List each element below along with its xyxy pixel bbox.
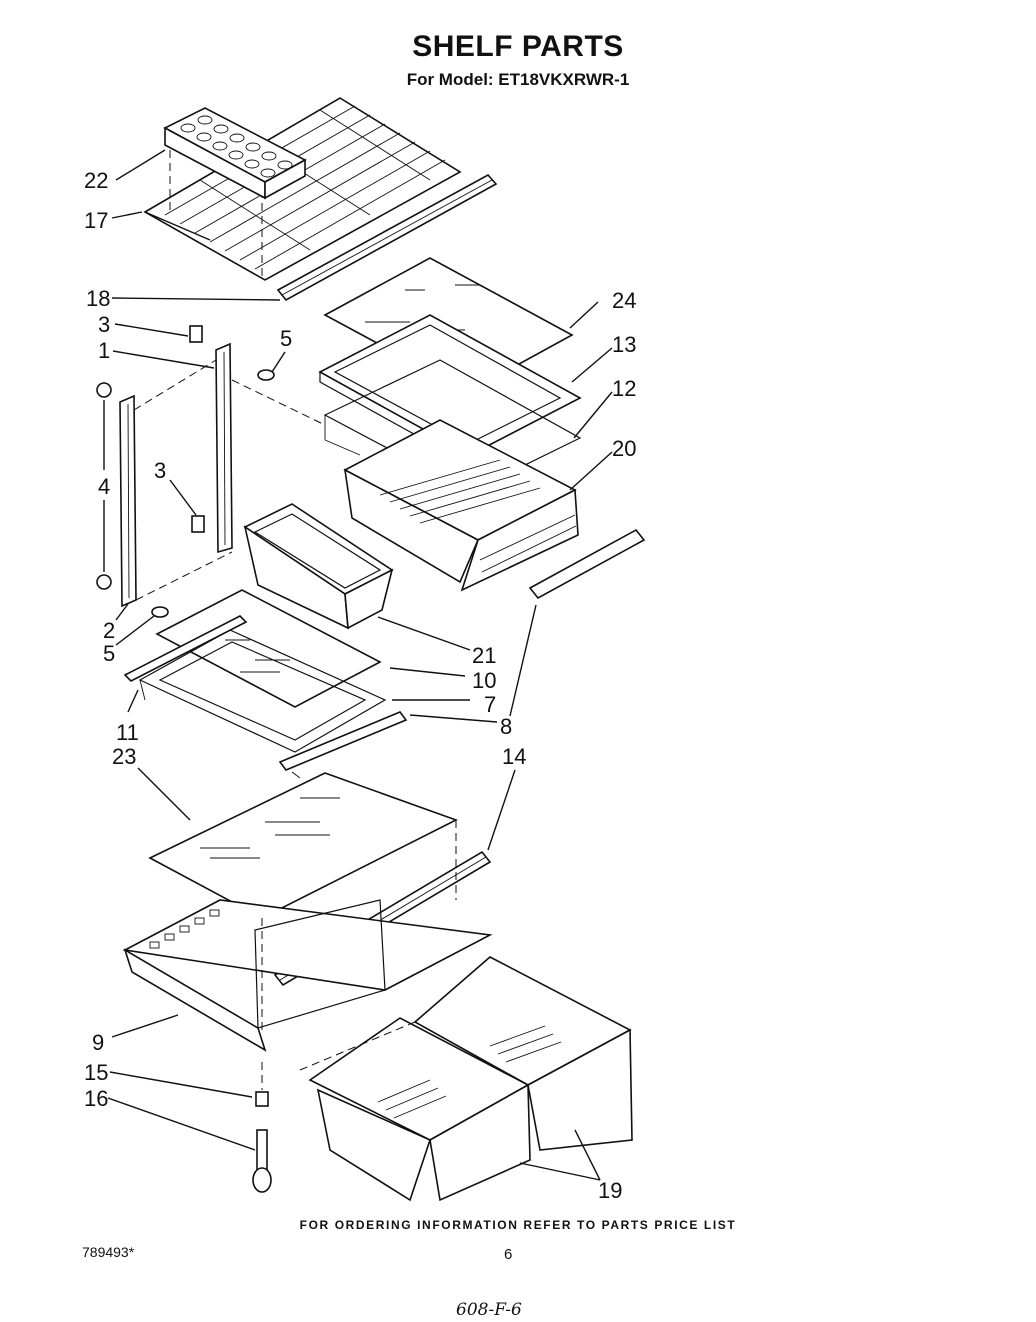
callout-labels: 22 17 18 24 13 12 20 3 1 5 4 3 2 5 21 10… (84, 168, 636, 1203)
callout-15: 15 (84, 1060, 108, 1085)
callout-14: 14 (502, 744, 526, 769)
callout-4: 4 (98, 474, 110, 499)
page-title: SHELF PARTS (412, 30, 624, 63)
screw-upper-drawing (257, 369, 275, 381)
bolt-lower-drawing (96, 574, 112, 590)
bracket-upper-drawing (189, 325, 203, 343)
callout-16: 16 (84, 1086, 108, 1111)
callout-7: 7 (484, 692, 496, 717)
callout-2: 2 (103, 618, 115, 643)
callout-11: 11 (116, 720, 139, 745)
callout-20: 20 (612, 436, 636, 461)
handwritten-note: 608-F-6 (456, 1300, 522, 1320)
roller-drawing (255, 1062, 269, 1107)
trim-strip-lower-drawing (278, 711, 408, 779)
callout-22: 22 (84, 168, 108, 193)
callout-8: 8 (500, 714, 512, 739)
screw-lower-drawing (151, 606, 169, 618)
drawer-drawing (343, 419, 579, 592)
shelf-track-left-drawing (119, 394, 137, 608)
leader-lines (103, 149, 613, 1181)
callout-3-upper: 3 (98, 312, 110, 337)
crisper-pans-drawing (299, 956, 633, 1202)
callout-18: 18 (86, 286, 110, 311)
callout-10: 10 (472, 668, 496, 693)
leveling-leg-drawing (252, 1129, 272, 1193)
shelf-end-trim-drawing (123, 615, 248, 682)
callout-9: 9 (92, 1030, 104, 1055)
callout-13: 13 (612, 332, 636, 357)
callout-3-lower: 3 (154, 458, 166, 483)
callout-12: 12 (612, 376, 636, 401)
shelf-track-right-drawing (215, 342, 233, 554)
wire-shelf-drawing (143, 97, 462, 281)
callout-23: 23 (112, 744, 136, 769)
bolt-upper-drawing (96, 382, 112, 398)
callout-17: 17 (84, 208, 108, 233)
callout-5-lower: 5 (103, 641, 115, 666)
callout-1: 1 (98, 338, 110, 363)
callout-5-upper: 5 (280, 326, 292, 351)
storage-bin-drawing (243, 503, 394, 630)
page-number: 6 (504, 1246, 513, 1263)
callout-19: 19 (598, 1178, 622, 1203)
ordering-note: FOR ORDERING INFORMATION REFER TO PARTS … (299, 1218, 737, 1232)
crisper-cover-frame-drawing (122, 820, 493, 1052)
shelf-trim-drawing (276, 173, 498, 302)
callout-24: 24 (612, 288, 636, 313)
model-subtitle: For Model: ET18VKXRWR-1 (406, 70, 630, 89)
shelf-frame-lower-drawing (138, 629, 387, 753)
trim-strip-right-drawing (528, 528, 646, 600)
document-number: 789493* (82, 1244, 135, 1260)
callout-21: 21 (472, 643, 496, 668)
bracket-lower-drawing (191, 515, 205, 533)
ice-tray-drawing (163, 107, 307, 200)
